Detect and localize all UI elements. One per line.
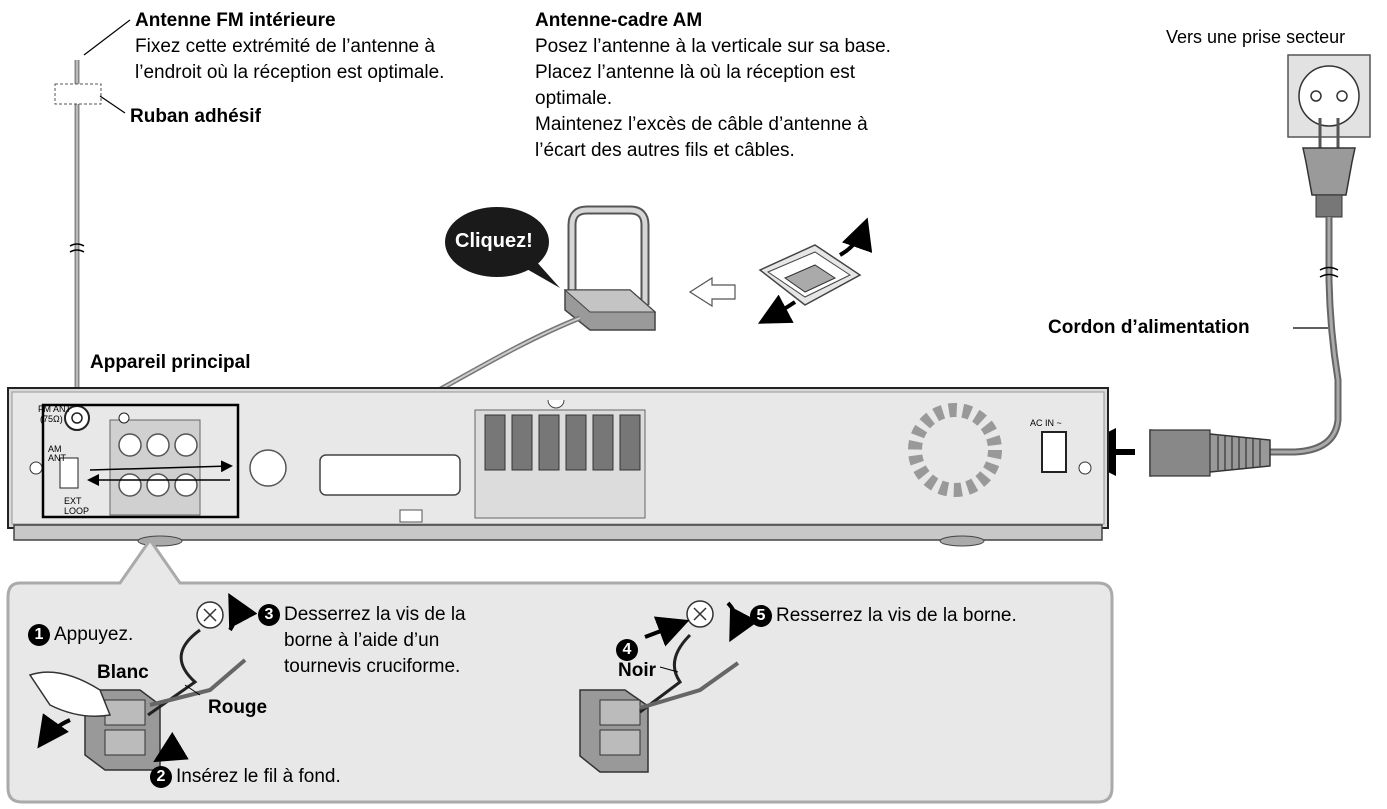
hollow-arrow-icon	[688, 276, 736, 308]
red-wire-label: Rouge	[208, 697, 268, 718]
tape-label: Ruban adhésif	[130, 106, 261, 127]
step3-line1: Desserrez la vis de la	[284, 604, 466, 625]
fm-antenna-title: Antenne FM intérieure	[135, 10, 336, 31]
click-label: Cliquez!	[455, 230, 533, 252]
step1-number: 1	[28, 624, 50, 646]
am-antenna-line: Posez l’antenne à la verticale sur sa ba…	[535, 36, 891, 57]
am-antenna-line: Placez l’antenne là où la réception est	[535, 62, 856, 83]
fm-ant-impedance-label: (75Ω)	[40, 414, 63, 424]
step5-number: 5	[750, 605, 772, 627]
step1-text: Appuyez.	[54, 624, 134, 645]
terminal-tighten-illustration	[579, 600, 759, 773]
main-unit-body	[7, 387, 1109, 547]
main-unit-label: Appareil principal	[90, 352, 251, 373]
power-connector-icon	[1068, 428, 1271, 477]
step3-line2: borne à l’aide d’un	[284, 630, 440, 651]
fm-ant-jack-label: FM ANT	[38, 404, 71, 414]
black-wire-label: Noir	[618, 660, 656, 681]
fm-antenna-line2: l’endroit où la réception est optimale.	[135, 62, 445, 83]
callout-panel	[6, 537, 1114, 804]
wall-outlet-icon	[1287, 54, 1371, 138]
step3-number: 3	[258, 604, 280, 626]
white-wire-label: Blanc	[97, 662, 149, 683]
outlet-label: Vers une prise secteur	[1166, 27, 1346, 47]
am-ant-label-2: ANT	[48, 453, 66, 463]
am-antenna-line: Maintenez l’excès de câble d’antenne à	[535, 114, 868, 135]
power-cord-label: Cordon d’alimentation	[1048, 317, 1250, 338]
power-plug-icon	[1302, 118, 1356, 218]
step5-text: Resserrez la vis de la borne.	[776, 605, 1017, 626]
step3-line3: tournevis cruciforme.	[284, 656, 461, 677]
am-antenna-title: Antenne-cadre AM	[535, 10, 703, 31]
am-antenna-line: l’écart des autres fils et câbles.	[535, 140, 795, 161]
fm-antenna-line1: Fixez cette extrémité de l’antenne à	[135, 36, 435, 57]
tape-icon	[54, 83, 126, 114]
am-antenna-base-icon	[757, 217, 873, 324]
step2-text: Insérez le fil à fond.	[176, 766, 341, 787]
step4-number: 4	[616, 639, 638, 661]
step2-number: 2	[150, 766, 172, 788]
ac-in-label: AC IN ~	[1030, 418, 1062, 428]
terminal-press-illustration	[28, 592, 258, 771]
am-ant-label-1: AM	[48, 444, 62, 454]
am-antenna-line: optimale.	[535, 88, 613, 109]
ext-label: EXT	[64, 496, 82, 506]
click-bubble	[445, 207, 560, 288]
loop-label: LOOP	[64, 506, 90, 516]
fm-antenna-wire	[69, 19, 131, 390]
power-cord	[1270, 217, 1342, 456]
step4: 4	[616, 637, 642, 663]
